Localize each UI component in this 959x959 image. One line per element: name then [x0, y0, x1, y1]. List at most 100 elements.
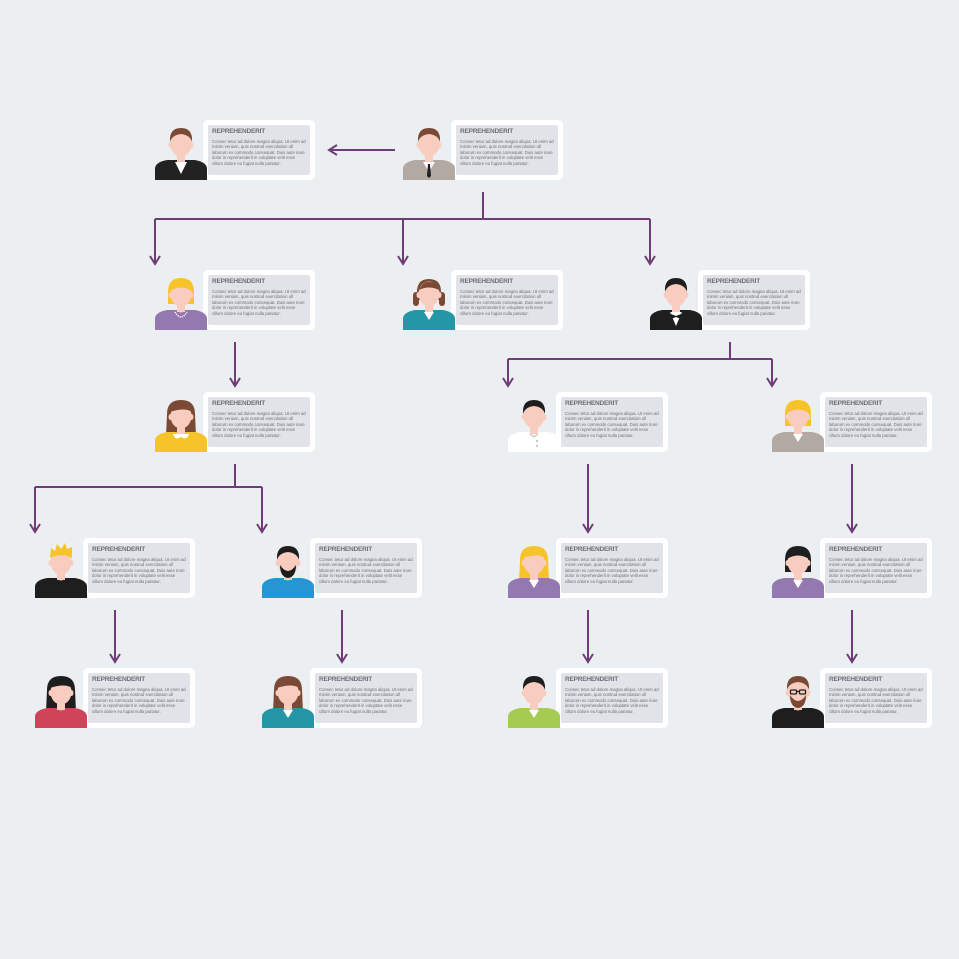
person-title: REPREHENDERIT	[212, 400, 266, 407]
person-avatar-icon	[35, 668, 87, 728]
org-card: REPREHENDERIT Consec tetur ad dolore magn…	[203, 120, 315, 180]
arrowhead	[846, 523, 858, 534]
org-node-n4: REPREHENDERIT Consec tetur ad dolore magn…	[650, 270, 810, 330]
person-description: Consec tetur ad dolore magna aliqua. Ut …	[92, 687, 186, 714]
org-card: REPREHENDERIT Consec tetur ad dolore magn…	[203, 392, 315, 452]
org-card: REPREHENDERIT Consec tetur ad dolore magn…	[451, 120, 563, 180]
person-avatar-icon	[262, 538, 314, 598]
arrowhead	[582, 523, 594, 534]
person-avatar-icon	[403, 120, 455, 180]
person-avatar-icon	[35, 538, 87, 598]
person-title: REPREHENDERIT	[319, 546, 373, 553]
arrowhead	[327, 144, 338, 156]
person-title: REPREHENDERIT	[460, 128, 514, 135]
person-description: Consec tetur ad dolore magna aliqua. Ut …	[829, 557, 923, 584]
person-description: Consec tetur ad dolore magna aliqua. Ut …	[212, 139, 306, 166]
person-description: Consec tetur ad dolore magna aliqua. Ut …	[212, 289, 306, 316]
org-node-n8: REPREHENDERIT Consec tetur ad dolore magn…	[35, 538, 195, 598]
org-card: REPREHENDERIT Consec tetur ad dolore magn…	[203, 270, 315, 330]
org-card-panel: REPREHENDERIT Consec tetur ad dolore magn…	[456, 125, 558, 175]
person-title: REPREHENDERIT	[565, 676, 619, 683]
person-avatar-icon	[508, 538, 560, 598]
arrowhead	[766, 377, 778, 388]
person-description: Consec tetur ad dolore magna aliqua. Ut …	[460, 139, 554, 166]
person-description: Consec tetur ad dolore magna aliqua. Ut …	[565, 557, 659, 584]
person-description: Consec tetur ad dolore magna aliqua. Ut …	[319, 557, 413, 584]
arrowhead	[229, 377, 241, 388]
org-card-panel: REPREHENDERIT Consec tetur ad dolore magn…	[208, 275, 310, 325]
person-title: REPREHENDERIT	[92, 546, 146, 553]
person-description: Consec tetur ad dolore magna aliqua. Ut …	[707, 289, 801, 316]
org-card-panel: REPREHENDERIT Consec tetur ad dolore magn…	[88, 673, 190, 723]
arrowhead	[149, 255, 161, 266]
person-title: REPREHENDERIT	[319, 676, 373, 683]
person-avatar-icon	[155, 270, 207, 330]
arrowhead	[502, 377, 514, 388]
org-node-n6: REPREHENDERIT Consec tetur ad dolore magn…	[508, 392, 668, 452]
org-node-n15: REPREHENDERIT Consec tetur ad dolore magn…	[772, 668, 932, 728]
person-avatar-icon	[155, 120, 207, 180]
person-avatar-icon	[155, 392, 207, 452]
org-card-panel: REPREHENDERIT Consec tetur ad dolore magn…	[561, 673, 663, 723]
person-description: Consec tetur ad dolore magna aliqua. Ut …	[829, 411, 923, 438]
person-title: REPREHENDERIT	[92, 676, 146, 683]
person-avatar-icon	[650, 270, 702, 330]
org-card-panel: REPREHENDERIT Consec tetur ad dolore magn…	[561, 397, 663, 447]
org-card-panel: REPREHENDERIT Consec tetur ad dolore magn…	[208, 397, 310, 447]
arrowhead	[336, 653, 348, 664]
org-card-panel: REPREHENDERIT Consec tetur ad dolore magn…	[825, 397, 927, 447]
org-card: REPREHENDERIT Consec tetur ad dolore magn…	[556, 392, 668, 452]
person-title: REPREHENDERIT	[212, 128, 266, 135]
person-description: Consec tetur ad dolore magna aliqua. Ut …	[92, 557, 186, 584]
person-title: REPREHENDERIT	[460, 278, 514, 285]
person-avatar-icon	[772, 392, 824, 452]
person-avatar-icon	[508, 392, 560, 452]
org-card: REPREHENDERIT Consec tetur ad dolore magn…	[83, 668, 195, 728]
org-card-panel: REPREHENDERIT Consec tetur ad dolore magn…	[315, 673, 417, 723]
org-card-panel: REPREHENDERIT Consec tetur ad dolore magn…	[88, 543, 190, 593]
org-node-n13: REPREHENDERIT Consec tetur ad dolore magn…	[262, 668, 422, 728]
org-card: REPREHENDERIT Consec tetur ad dolore magn…	[820, 392, 932, 452]
person-title: REPREHENDERIT	[829, 400, 883, 407]
arrowhead	[644, 255, 656, 266]
org-node-n9: REPREHENDERIT Consec tetur ad dolore magn…	[262, 538, 422, 598]
org-card-panel: REPREHENDERIT Consec tetur ad dolore magn…	[208, 125, 310, 175]
person-description: Consec tetur ad dolore magna aliqua. Ut …	[319, 687, 413, 714]
org-card: REPREHENDERIT Consec tetur ad dolore magn…	[820, 668, 932, 728]
person-title: REPREHENDERIT	[565, 400, 619, 407]
person-avatar-icon	[403, 270, 455, 330]
person-title: REPREHENDERIT	[212, 278, 266, 285]
org-card: REPREHENDERIT Consec tetur ad dolore magn…	[83, 538, 195, 598]
org-node-n7: REPREHENDERIT Consec tetur ad dolore magn…	[772, 392, 932, 452]
org-node-n5: REPREHENDERIT Consec tetur ad dolore magn…	[155, 392, 315, 452]
person-avatar-icon	[508, 668, 560, 728]
person-avatar-icon	[262, 668, 314, 728]
org-node-n0: REPREHENDERIT Consec tetur ad dolore magn…	[403, 120, 563, 180]
person-description: Consec tetur ad dolore magna aliqua. Ut …	[829, 687, 923, 714]
org-card: REPREHENDERIT Consec tetur ad dolore magn…	[310, 538, 422, 598]
person-description: Consec tetur ad dolore magna aliqua. Ut …	[212, 411, 306, 438]
org-card-panel: REPREHENDERIT Consec tetur ad dolore magn…	[825, 673, 927, 723]
arrowhead	[846, 653, 858, 664]
org-node-n12: REPREHENDERIT Consec tetur ad dolore magn…	[35, 668, 195, 728]
org-card: REPREHENDERIT Consec tetur ad dolore magn…	[310, 668, 422, 728]
person-title: REPREHENDERIT	[707, 278, 761, 285]
person-avatar-icon	[772, 538, 824, 598]
person-description: Consec tetur ad dolore magna aliqua. Ut …	[565, 411, 659, 438]
org-node-n2: REPREHENDERIT Consec tetur ad dolore magn…	[155, 270, 315, 330]
org-card-panel: REPREHENDERIT Consec tetur ad dolore magn…	[315, 543, 417, 593]
person-title: REPREHENDERIT	[829, 676, 883, 683]
arrowhead	[397, 255, 409, 266]
org-card: REPREHENDERIT Consec tetur ad dolore magn…	[698, 270, 810, 330]
org-card-panel: REPREHENDERIT Consec tetur ad dolore magn…	[703, 275, 805, 325]
person-description: Consec tetur ad dolore magna aliqua. Ut …	[565, 687, 659, 714]
